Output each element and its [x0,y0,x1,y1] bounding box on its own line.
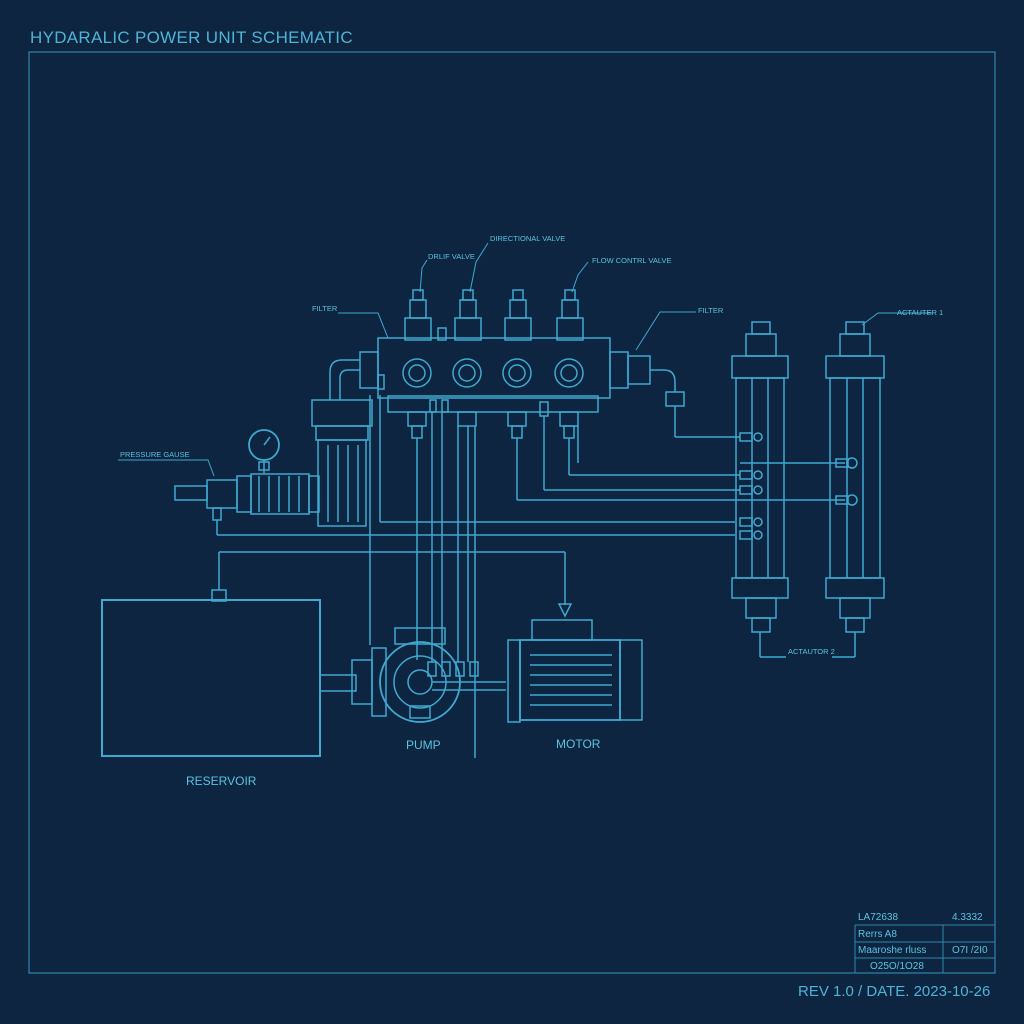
label-filter-left: FILTER [312,304,338,313]
title-block-r4c1: O25O/1O28 [870,961,924,972]
label-reservoir: RESERVOIR [186,774,257,788]
leader-lines [118,242,932,477]
title-block-r3c1: Maaroshe rluss [858,945,927,956]
sheet-border [28,51,996,974]
title-block-r2c1: Rerrs A8 [858,929,897,940]
label-motor: MOTOR [556,737,601,751]
pump [319,627,506,723]
label-actuator-1: ACTAUTER 1 [897,308,943,317]
title-block [854,924,995,973]
pipe-runs [369,395,845,758]
actuator-2-bracket [759,632,856,658]
label-filter-right: FILTER [698,306,724,315]
actuator-right [825,321,885,633]
title-block-r1c1: LA72638 [858,912,899,923]
revision-date: REV 1.0 / DATE. 2023-10-26 [798,983,991,1000]
actuator-left [731,321,789,633]
title-block-r1c2: 4.3332 [952,912,983,923]
title-block-r3c2: O7I /2I0 [952,945,988,956]
reservoir [101,551,573,757]
label-actuator-2: ACTAUTOR 2 [788,647,835,656]
schematic-title: HYDARALIC POWER UNIT SCHEMATIC [30,28,353,47]
label-drlif-valve: DRLIF VALVE [428,252,475,261]
filter-left [311,359,373,527]
label-flow-control-valve: FLOW CONTRL VALVE [592,256,671,265]
motor [507,619,643,723]
valve-manifold [359,289,740,439]
label-pressure-gauge: PRESSURE GAUSE [120,450,190,459]
label-directional-valve: DIRECTIONAL VALVE [490,234,565,243]
label-pump: PUMP [406,738,441,752]
pressure-gauge-assembly [174,429,735,536]
